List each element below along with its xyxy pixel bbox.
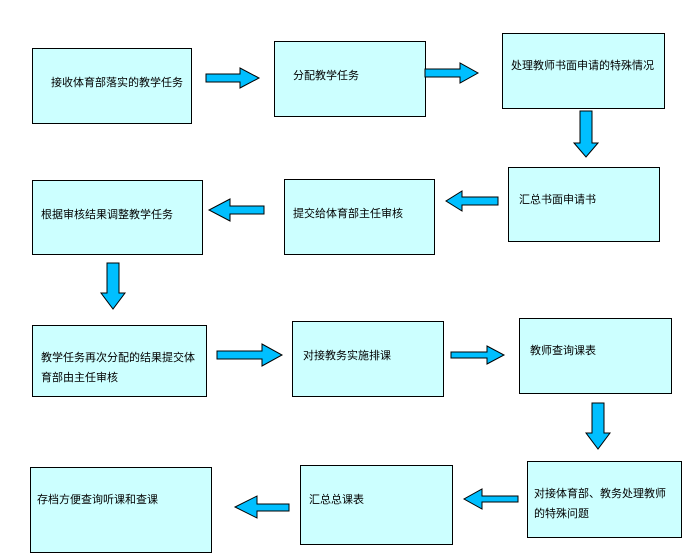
step-box-2: 分配教学任务 xyxy=(274,41,426,117)
step-box-10: 对接体育部、教务处理教师的特殊问题 xyxy=(527,461,682,538)
step-box-11: 汇总总课表 xyxy=(300,465,453,545)
step-box-9: 教师查询课表 xyxy=(519,318,672,394)
arrow-right-icon xyxy=(450,345,506,365)
step-label-5: 提交给体育部主任审核 xyxy=(293,207,403,220)
step-label-9: 教师查询课表 xyxy=(530,344,596,357)
step-box-4: 汇总书面申请书 xyxy=(508,167,660,242)
step-label-7: 教学任务再次分配的结果提交体育部由主任审核 xyxy=(41,351,195,384)
step-box-12: 存档方便查询听课和查课 xyxy=(30,467,212,553)
arrow-right-icon xyxy=(205,67,261,89)
arrow-down-icon xyxy=(572,110,600,158)
step-box-8: 对接教务实施排课 xyxy=(292,321,444,397)
step-box-5: 提交给体育部主任审核 xyxy=(284,179,435,255)
step-box-3: 处理教师书面申请的特殊情况 xyxy=(502,33,665,109)
step-box-1: 接收体育部落实的教学任务 xyxy=(32,48,192,124)
step-label-3: 处理教师书面申请的特殊情况 xyxy=(511,59,654,72)
arrow-left-icon xyxy=(462,488,519,510)
arrow-left-icon xyxy=(233,495,290,519)
arrow-down-icon xyxy=(585,402,611,450)
arrow-right-icon xyxy=(424,62,480,84)
step-label-8: 对接教务实施排课 xyxy=(303,349,391,362)
step-box-6: 根据审核结果调整教学任务 xyxy=(32,180,203,255)
step-label-12: 存档方便查询听课和查课 xyxy=(37,493,158,506)
step-label-10: 对接体育部、教务处理教师的特殊问题 xyxy=(534,487,666,520)
step-label-4: 汇总书面申请书 xyxy=(519,193,596,206)
arrow-left-icon xyxy=(445,190,499,212)
arrow-down-icon xyxy=(100,262,126,310)
step-label-2: 分配教学任务 xyxy=(293,69,359,82)
step-label-11: 汇总总课表 xyxy=(309,493,364,506)
arrow-right-icon xyxy=(216,343,284,367)
step-label-1: 接收体育部落实的教学任务 xyxy=(51,76,183,89)
arrow-left-icon xyxy=(207,198,265,222)
step-label-6: 根据审核结果调整教学任务 xyxy=(41,208,173,221)
step-box-7: 教学任务再次分配的结果提交体育部由主任审核 xyxy=(32,325,207,397)
